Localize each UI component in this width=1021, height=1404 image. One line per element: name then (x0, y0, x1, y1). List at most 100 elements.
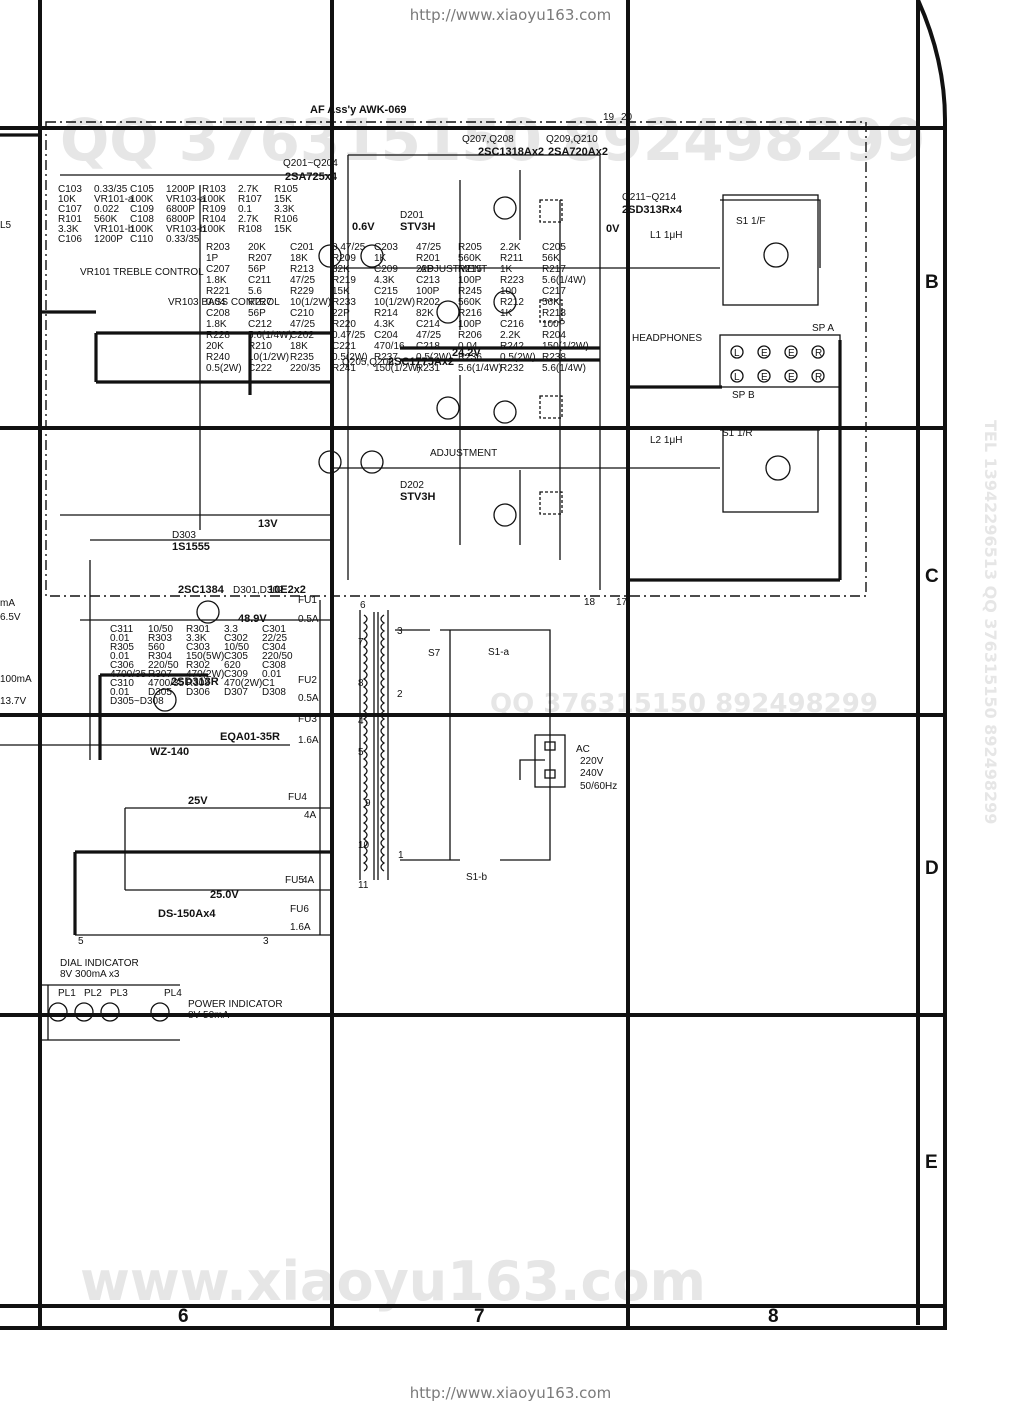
component-value: R106 (274, 214, 298, 225)
component-value: 1200P (166, 184, 195, 195)
label-wz140: WZ-140 (150, 746, 189, 758)
grid-row-D: D (925, 858, 939, 879)
component-value: R108 (238, 224, 262, 235)
component-value: 0.33/35 (166, 234, 200, 245)
grid-col-6: 6 (178, 1306, 189, 1327)
component-value: D308 (262, 687, 286, 698)
component-value: R214 (374, 308, 398, 319)
component-value: D307 (224, 687, 248, 698)
label-ds150a: DS-150Ax4 (158, 908, 216, 920)
component-value: R228 (206, 330, 230, 341)
terminal-L1: L (734, 348, 740, 359)
component-value: R305 (110, 642, 134, 653)
component-value: D305~D308 (110, 696, 164, 707)
label-fu4-rating: 4A (304, 810, 317, 821)
component-value: 0.01 (110, 651, 130, 662)
component-value: C305 (224, 651, 248, 662)
component-value: 0.01 (110, 633, 130, 644)
component-value: 18K (290, 341, 308, 352)
speaker-selector-switches (719, 194, 841, 513)
component-value: 0.5(2W) (332, 352, 368, 363)
label-s1b: S1-b (466, 872, 488, 883)
component-value: 100K (130, 224, 154, 235)
component-value: 4.3K (374, 319, 395, 330)
component-value: 100K (130, 194, 154, 205)
label-6-5v: 6.5V (0, 612, 21, 623)
component-value: C301 (262, 624, 286, 635)
label-fu2: FU2 (298, 675, 317, 686)
component-value: 5.6(1/4W) (248, 330, 292, 341)
component-value: R241 (332, 363, 356, 374)
grid-col-7: 7 (474, 1306, 485, 1327)
component-value: R101 (58, 214, 82, 225)
label-ma: mA (0, 598, 15, 609)
component-value: 5.6(1/4W) (542, 275, 586, 286)
component-value: C303 (186, 642, 210, 653)
component-value: C203 (374, 242, 398, 253)
label-adjust-1: ADJUSTMENT (420, 264, 487, 275)
pin-20: 20 (621, 112, 633, 123)
component-value: 10(1/2W) (374, 297, 415, 308)
component-value: R229 (290, 286, 314, 297)
header-url[interactable]: http://www.xiaoyu163.com (409, 6, 612, 24)
voltage-labels: 0.6V 0V 24.2V 13V 48.9V 25V 25.0V (188, 221, 620, 901)
component-value: R202 (416, 297, 440, 308)
component-value: 0.1 (238, 204, 252, 215)
component-value: C204 (374, 330, 398, 341)
label-dial-indicator: DIAL INDICATOR (60, 958, 139, 969)
voltage-0-6v: 0.6V (352, 221, 375, 233)
label-q211-214: Q211~Q214 (622, 192, 676, 203)
component-value: 1K (500, 264, 513, 275)
component-value: 4.3K (374, 275, 395, 286)
component-value: 100P (416, 286, 440, 297)
component-value: C210 (290, 308, 314, 319)
component-value: R215 (458, 264, 482, 275)
component-value: R303 (148, 633, 172, 644)
terminal-E1: E (761, 348, 768, 359)
watermark-top: QQ 376315150 892498299 (60, 106, 925, 174)
component-value: R232 (500, 363, 524, 374)
footer-url[interactable]: http://www.xiaoyu163.com (409, 1384, 612, 1402)
component-value: 47/25 (416, 330, 441, 341)
component-value: 1P (206, 253, 219, 264)
component-value: R104 (202, 214, 226, 225)
component-value: R304 (148, 651, 172, 662)
af-assembly-title: AF Ass'y AWK-069 (310, 104, 407, 116)
component-value: 18K (290, 253, 308, 264)
component-value: C209 (374, 264, 398, 275)
component-value: 2.2K (500, 242, 521, 253)
component-value: 4700/35 (148, 678, 185, 689)
component-value: 10K (58, 194, 76, 205)
label-fu6: FU6 (290, 904, 309, 915)
component-value: D306 (186, 687, 210, 698)
component-value: R204 (542, 330, 566, 341)
component-value: C201 (290, 242, 314, 253)
component-value: 6800P (166, 214, 195, 225)
label-d201: D201 (400, 210, 424, 221)
label-pl2: PL2 (84, 988, 102, 999)
component-value: R109 (202, 204, 226, 215)
component-value: R308 (186, 678, 210, 689)
tap-6: 6 (360, 600, 366, 611)
component-value: R205 (458, 242, 482, 253)
component-value: C222 (248, 363, 272, 374)
terminal-R2: R (815, 372, 822, 383)
terminal-L2: L (734, 372, 740, 383)
transistor-symbols (153, 196, 563, 712)
component-value: C107 (58, 204, 82, 215)
component-value: R212 (500, 297, 524, 308)
component-value: 2.7K (238, 214, 259, 225)
label-q207-208: Q207,Q208 (462, 134, 514, 145)
component-value: VR101-b (94, 224, 134, 235)
label-headphones[interactable]: HEADPHONES (632, 333, 702, 344)
component-value: C211 (248, 275, 272, 286)
label-fu5: FU5 (285, 875, 304, 886)
component-value: 10(1/2W) (248, 352, 289, 363)
component-value: VR103-b (166, 224, 206, 235)
component-value: 0.33/35 (94, 184, 128, 195)
component-value: R216 (458, 308, 482, 319)
label-fu1-rating: 0.5A (298, 614, 319, 625)
label-q209-210: Q209,Q210 (546, 134, 598, 145)
component-value: 150(1/2W) (542, 341, 589, 352)
indicator-labels: DIAL INDICATOR 8V 300mA x3 POWER INDICAT… (58, 958, 283, 1021)
